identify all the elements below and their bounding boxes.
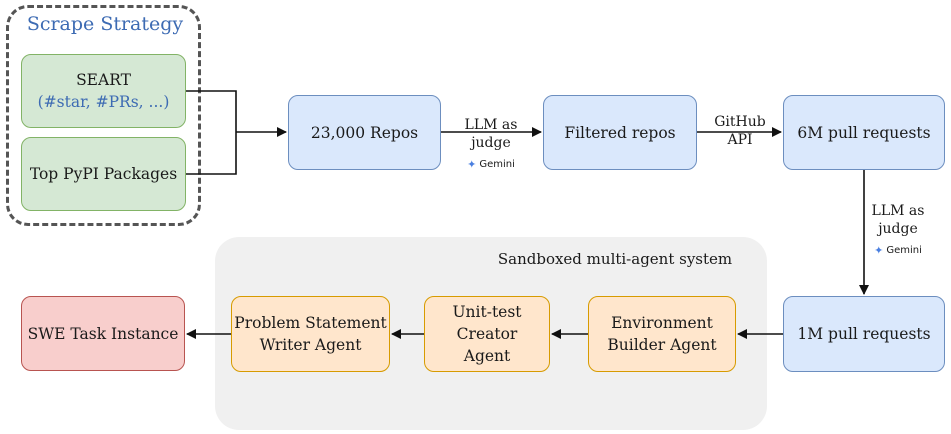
gemini-badge-1: ✦ Gemini: [457, 158, 525, 171]
unit-line2: Agent: [463, 347, 511, 365]
prob-line1: Problem Statement: [234, 314, 387, 332]
seart-subtitle: (#star, #PRs, ...): [37, 93, 170, 111]
llm2-line2: judge: [878, 221, 918, 237]
unit-line1: Unit-test Creator: [452, 303, 522, 343]
gemini-label-2: Gemini: [886, 245, 922, 256]
prs-1m-label: 1M pull requests: [797, 325, 931, 343]
gemini-star-icon: ✦: [467, 158, 477, 171]
prs-6m-box: 6M pull requests: [783, 95, 945, 170]
repos-label: 23,000 Repos: [310, 123, 419, 142]
sandbox-title: Sandboxed multi-agent system: [497, 250, 733, 268]
seart-box: SEART (#star, #PRs, ...): [21, 54, 186, 128]
unit-test-creator-box: Unit-test Creator Agent: [424, 296, 550, 372]
edge-label-github-api: GitHub API: [705, 113, 775, 149]
edge-label-llm-judge-1: LLM as judge: [455, 116, 527, 152]
github-line1: GitHub: [714, 114, 766, 130]
pypi-label: Top PyPI Packages: [29, 165, 178, 183]
pypi-box: Top PyPI Packages: [21, 137, 186, 211]
filtered-repos-box: Filtered repos: [543, 95, 697, 170]
scrape-strategy-group: [6, 5, 201, 226]
problem-statement-writer-box: Problem Statement Writer Agent: [231, 296, 390, 372]
edge-label-llm-judge-2: LLM as judge: [862, 202, 934, 238]
llm1-line2: judge: [471, 135, 511, 151]
repos-box: 23,000 Repos: [288, 95, 441, 170]
environment-builder-box: Environment Builder Agent: [588, 296, 736, 372]
scrape-strategy-title: Scrape Strategy: [26, 13, 184, 35]
gemini-label-1: Gemini: [479, 159, 515, 170]
llm1-line1: LLM as: [464, 117, 518, 133]
gemini-badge-2: ✦ Gemini: [864, 244, 932, 257]
prs-6m-label: 6M pull requests: [797, 123, 931, 142]
seart-title: SEART: [76, 71, 131, 89]
swe-label: SWE Task Instance: [27, 324, 179, 343]
filtered-repos-label: Filtered repos: [564, 123, 676, 142]
prs-1m-box: 1M pull requests: [783, 296, 945, 372]
github-line2: API: [727, 132, 753, 148]
arrow-seart-to-merge: [186, 90, 237, 132]
env-line1: Environment: [611, 314, 713, 332]
prob-line2: Writer Agent: [259, 336, 362, 354]
llm2-line1: LLM as: [871, 203, 925, 219]
swe-task-instance-box: SWE Task Instance: [21, 296, 185, 371]
gemini-star-icon: ✦: [874, 244, 884, 257]
env-line2: Builder Agent: [607, 336, 717, 354]
arrow-pypi-to-merge: [186, 132, 237, 175]
